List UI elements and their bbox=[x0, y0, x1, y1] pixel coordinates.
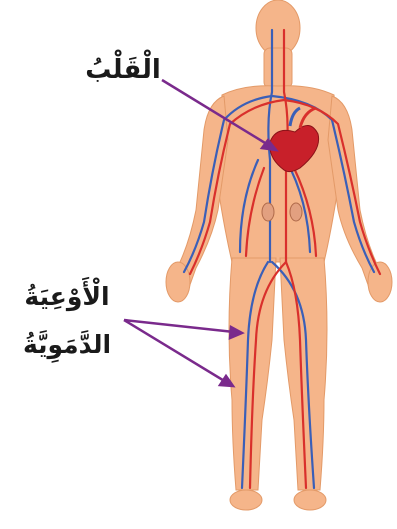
blood-vessels-label-line2: الدَّمَوِيَّةُ bbox=[12, 330, 122, 359]
heart-label: الْقَلْبُ bbox=[78, 55, 168, 85]
human-body-silhouette bbox=[166, 0, 392, 510]
blood-vessels-label-line1: الْأَوْعِيَةُ bbox=[12, 282, 122, 311]
